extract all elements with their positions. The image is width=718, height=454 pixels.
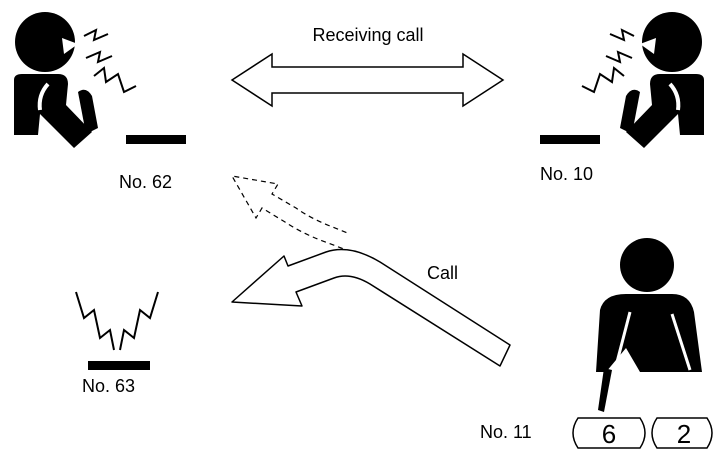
key-6: 6 <box>602 419 616 449</box>
call-arrow <box>231 248 511 367</box>
dial-key-icon: 2 <box>651 417 713 449</box>
talking-person-icon <box>14 12 98 148</box>
talking-person-icon <box>620 12 704 148</box>
ringing-icon <box>75 291 159 351</box>
forward-dashed-arrow <box>230 175 369 259</box>
call-label: Call <box>427 263 458 283</box>
key-2: 2 <box>677 419 691 449</box>
dialing-person-icon <box>596 238 702 412</box>
phone-handset-icon <box>88 361 150 370</box>
speech-lightning-icon <box>581 28 635 94</box>
receiving-call-label: Receiving call <box>312 25 423 45</box>
phone-handset-icon <box>540 135 600 144</box>
speech-lightning-icon <box>83 28 137 94</box>
phone-handset-icon <box>126 135 186 144</box>
station-label-10: No. 10 <box>540 164 593 184</box>
dial-key-icon: 6 <box>572 417 646 449</box>
receiving-call-arrow <box>230 52 505 108</box>
station-label-11: No. 11 <box>480 422 532 442</box>
station-label-62: No. 62 <box>119 172 172 192</box>
station-label-63: No. 63 <box>82 376 135 396</box>
